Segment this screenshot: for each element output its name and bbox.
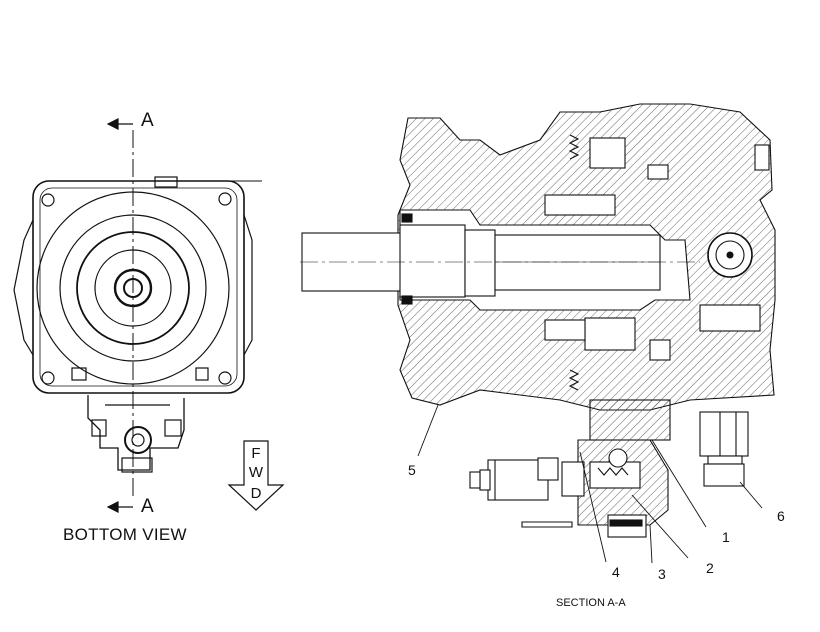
bottom-view-drawing	[13, 118, 262, 513]
callout-6: 6	[777, 508, 785, 524]
forward-arrow	[227, 440, 285, 511]
fitting-6	[699, 411, 749, 487]
control-valve	[87, 395, 185, 473]
section-mark-bottom: A	[141, 496, 154, 517]
callout-5: 5	[408, 462, 416, 478]
section-view-caption: SECTION A-A	[556, 597, 626, 609]
callout-1: 1	[722, 529, 730, 545]
callout-3: 3	[658, 566, 666, 582]
fwd-letter-f: F	[251, 445, 261, 462]
mounting-flange	[32, 180, 245, 394]
callout-4: 4	[612, 564, 620, 580]
bolt-hole	[41, 193, 55, 207]
fwd-letter-w: W	[248, 464, 264, 481]
bolt-hole	[41, 371, 55, 385]
lower-valve-block	[561, 399, 671, 538]
solenoid	[469, 457, 573, 528]
bolt-hole	[218, 192, 232, 206]
callout-2: 2	[706, 560, 714, 576]
section-drawing	[300, 103, 776, 538]
bolt-hole	[218, 371, 232, 385]
section-mark-top: A	[141, 110, 154, 131]
fwd-letter-d: D	[250, 485, 262, 502]
callout-leaders	[417, 404, 763, 564]
bottom-view-caption: BOTTOM VIEW	[63, 525, 187, 544]
